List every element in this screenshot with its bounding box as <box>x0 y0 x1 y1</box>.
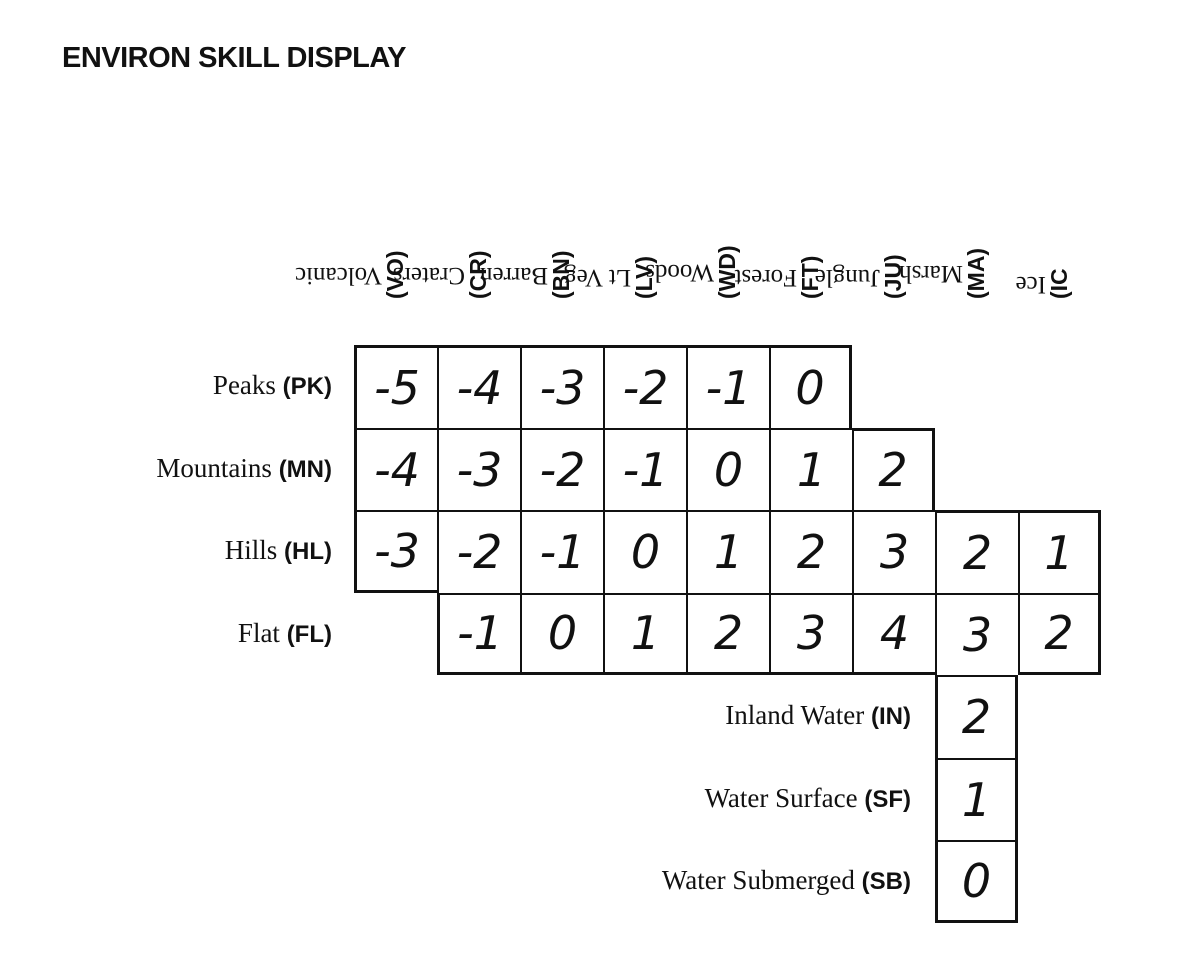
column-header-text: Ice (IC <box>1015 268 1074 299</box>
table-cell: 3 <box>769 592 852 675</box>
label-name: Mountains <box>156 452 279 483</box>
table-cell: -3 <box>437 427 520 510</box>
table-cell: 2 <box>852 427 935 510</box>
label-code: (PK) <box>282 373 332 401</box>
label-name: Marsh <box>899 260 963 288</box>
table-cell: 3 <box>935 592 1018 675</box>
table-cell: 4 <box>852 592 935 675</box>
column-header-ma: Marsh (MA) <box>899 100 1017 328</box>
row-label-pk: Peaks (PK) <box>213 370 332 402</box>
water-cell: 2 <box>935 675 1018 758</box>
label-code: (IC <box>1046 268 1072 299</box>
table-cell: -1 <box>603 427 686 510</box>
label-name: Inland Water <box>725 700 872 731</box>
table-cell: 1 <box>1018 510 1101 593</box>
label-code: (SF) <box>864 785 911 813</box>
table-cell: 2 <box>935 510 1018 593</box>
column-header-text: Marsh (MA) <box>899 247 991 299</box>
label-name: Jungle <box>814 263 880 291</box>
table-cell: -3 <box>354 510 437 593</box>
label-name: Barren <box>479 261 548 289</box>
label-name: Peaks <box>212 370 283 401</box>
row-label-fl: Flat (FL) <box>238 618 332 650</box>
table-cell: 0 <box>769 345 852 428</box>
label-code: (MN) <box>278 455 332 483</box>
column-header-bn: Barren (BN) <box>480 100 602 328</box>
label-code: (HL) <box>284 538 332 566</box>
column-header-vo: Volcanic (VO) <box>295 100 436 328</box>
label-name: Ice <box>1015 270 1046 298</box>
water-cell: 1 <box>935 757 1018 840</box>
table-cell: 2 <box>1018 592 1101 675</box>
label-code: (MA) <box>963 247 989 299</box>
label-name: Forest <box>734 264 798 292</box>
column-header-ic: Ice (IC <box>1015 100 1100 328</box>
table-cell: -2 <box>603 345 686 428</box>
label-name: Hills <box>224 535 285 566</box>
column-header-lv: Lt Veg (LV) <box>564 100 685 328</box>
label-name: Volcanic <box>294 261 382 289</box>
water-cell: 0 <box>935 840 1018 923</box>
column-header-wd: Woods (WD) <box>645 100 768 328</box>
water-label-in: Inland Water (IN) <box>725 700 911 732</box>
table-cell: -1 <box>437 592 520 675</box>
label-code: (FL) <box>286 620 332 648</box>
label-name: Water Submerged <box>661 865 862 896</box>
table-cell: -3 <box>520 345 603 428</box>
table-cell: 1 <box>686 510 769 593</box>
row-label-mn: Mountains (MN) <box>156 453 332 485</box>
table-cell: -4 <box>437 345 520 428</box>
table-cell: -4 <box>354 427 437 510</box>
table-cell: -2 <box>437 510 520 593</box>
table-cell: 1 <box>603 592 686 675</box>
column-header-ft: Forest (FT) <box>735 100 851 328</box>
row-label-hl: Hills (HL) <box>225 535 332 567</box>
table-cell: 2 <box>769 510 852 593</box>
table-cell: -1 <box>686 345 769 428</box>
page-title: ENVIRON SKILL DISPLAY <box>62 42 407 74</box>
table-cell: -2 <box>520 427 603 510</box>
label-code: (IN) <box>871 703 911 731</box>
column-header-cr: Craters (CR) <box>393 100 519 328</box>
table-cell: 1 <box>769 427 852 510</box>
label-name: Woods <box>645 259 714 287</box>
label-name: Flat <box>237 617 287 648</box>
table-cell: 0 <box>603 510 686 593</box>
water-label-sf: Water Surface (SF) <box>705 783 911 815</box>
label-code: (SB) <box>861 868 911 896</box>
label-name: Water Surface <box>704 782 865 813</box>
column-header-ju: Jungle (JU) <box>815 100 934 328</box>
table-cell: 3 <box>852 510 935 593</box>
table-cell: 2 <box>686 592 769 675</box>
label-name: Lt Veg <box>564 264 631 292</box>
label-name: Craters <box>392 261 465 289</box>
water-label-sb: Water Submerged (SB) <box>662 865 911 897</box>
table-cell: 0 <box>520 592 603 675</box>
table-cell: 0 <box>686 427 769 510</box>
table-cell: -1 <box>520 510 603 593</box>
table-cell: -5 <box>354 345 437 428</box>
